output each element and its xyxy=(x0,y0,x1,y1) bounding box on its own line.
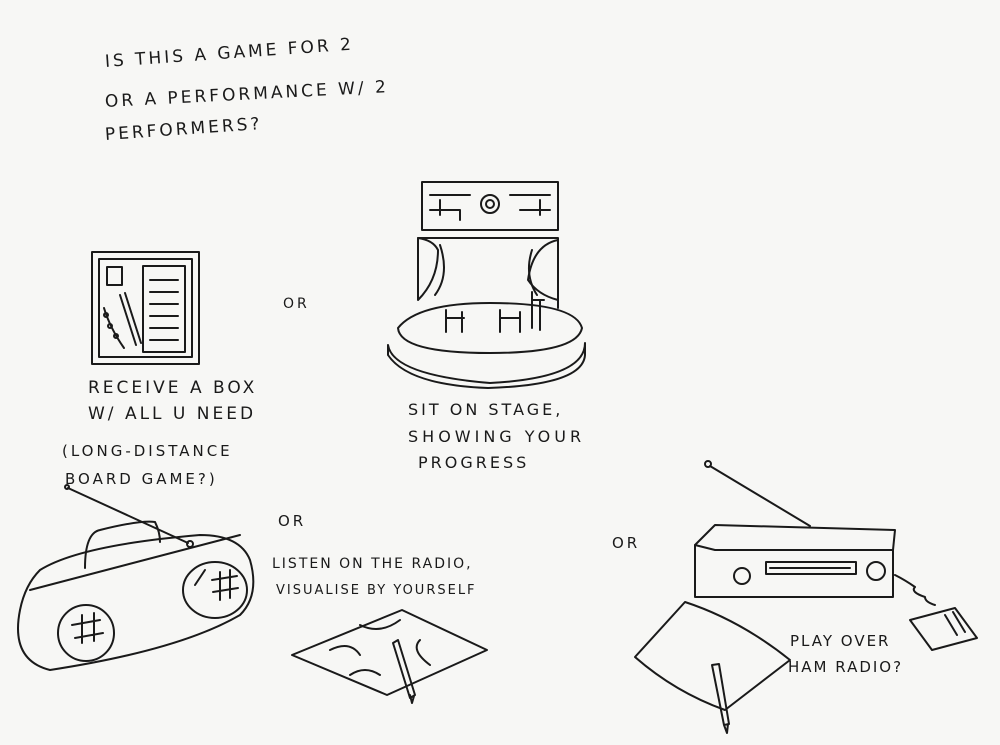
board-game-box-drawing xyxy=(91,251,200,365)
boombox-drawing xyxy=(17,484,255,671)
box-option-note-1: (LONG-DISTANCE xyxy=(62,442,233,460)
stage-drawing xyxy=(387,181,586,389)
or-label: OR xyxy=(283,296,310,312)
ham-option-line-1: PLAY OVER xyxy=(790,632,891,650)
notepad-pencil-drawing xyxy=(634,601,791,734)
stage-option-line-3: PROGRESS xyxy=(418,453,530,472)
stage-option-line-1: SIT ON STAGE, xyxy=(408,400,564,419)
radio-option-line-2: VISUALISE BY YOURSELF xyxy=(276,583,477,598)
ham-option-line-2: HAM RADIO? xyxy=(788,658,904,676)
box-option-line-2: W/ ALL U NEED xyxy=(88,404,257,424)
radio-option-line-1: LISTEN ON THE RADIO, xyxy=(272,556,473,572)
map-paper-drawing xyxy=(291,609,488,704)
stage-option-line-2: SHOWING YOUR xyxy=(408,427,586,446)
or-label: OR xyxy=(612,534,641,552)
or-label: OR xyxy=(278,512,307,530)
box-option-note-2: BOARD GAME?) xyxy=(65,470,218,488)
ham-radio-drawing xyxy=(694,460,978,651)
box-option-line-1: RECEIVE A BOX xyxy=(88,378,258,398)
